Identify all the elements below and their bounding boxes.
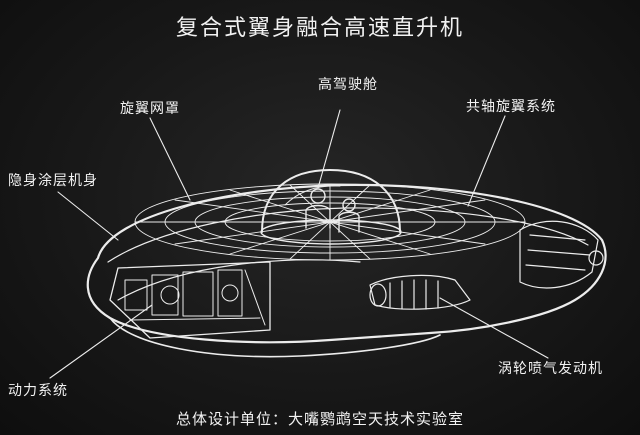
label-coaxial-rotor: 共轴旋翼系统 <box>466 99 556 115</box>
cockpit-dome <box>260 169 402 245</box>
label-turbojet: 涡轮喷气发动机 <box>498 361 603 377</box>
power-system-section <box>109 261 271 339</box>
leader-lines <box>49 109 549 379</box>
label-stealth-body: 隐身涂层机身 <box>8 173 98 189</box>
label-power-system: 动力系统 <box>8 383 68 399</box>
coaxial-rotor-mechanism <box>519 220 604 289</box>
label-rotor-net: 旋翼网罩 <box>120 101 180 117</box>
design-unit-caption: 总体设计单位：大嘴鹦鹉空天技术实验室 <box>175 410 464 428</box>
label-cockpit: 高驾驶舱 <box>318 77 378 93</box>
diagram-title: 复合式翼身融合高速直升机 <box>175 16 464 41</box>
turbojet-engine <box>369 274 471 310</box>
